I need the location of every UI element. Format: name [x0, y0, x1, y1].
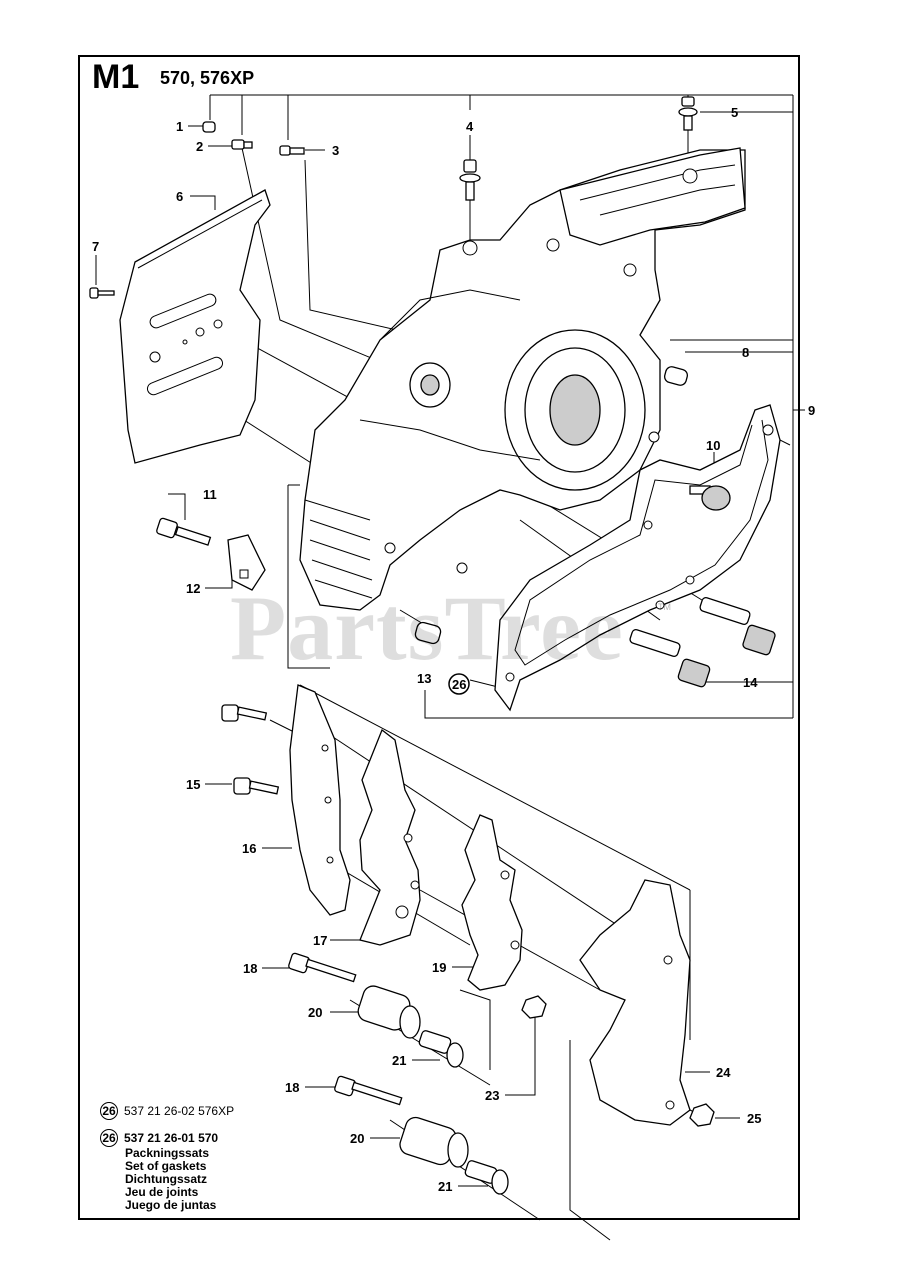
label-26: 26 — [452, 677, 466, 692]
legend-row-570: 26 537 21 26-01 570 — [100, 1129, 234, 1147]
part-18-bolts — [288, 952, 403, 1106]
part-7-screw — [89, 287, 115, 299]
parts-1-2-3-small-fasteners — [202, 121, 305, 156]
legend-name-fr: Jeu de joints — [125, 1185, 199, 1199]
label-23: 23 — [485, 1088, 499, 1103]
label-20a: 20 — [308, 1005, 322, 1020]
label-12: 12 — [186, 581, 200, 596]
part-17-plate — [359, 728, 421, 946]
legend-name-sv: Packningssats — [125, 1146, 210, 1160]
model-numbers: 570, 576XP — [160, 68, 255, 88]
watermark-trademark: TM — [658, 602, 671, 612]
label-21b: 21 — [438, 1179, 452, 1194]
label-21a: 21 — [392, 1053, 406, 1068]
part-12-clip — [227, 534, 266, 591]
legend-name-es: Juego de juntas — [125, 1198, 217, 1212]
legend-badge: 26 — [100, 1129, 118, 1147]
part-21-pins — [418, 1030, 509, 1195]
legend-name-en: Set of gaskets — [125, 1159, 207, 1173]
legend-row-576xp: 26 537 21 26-02 576XP — [100, 1102, 234, 1120]
part-14-bolts — [629, 597, 776, 688]
label-7: 7 — [92, 239, 99, 254]
part-24-plate — [579, 879, 691, 1126]
label-11: 11 — [203, 487, 217, 502]
legend-part-number-576xp: 537 21 26-02 576XP — [124, 1103, 235, 1118]
part-10-plug — [689, 485, 731, 511]
part-13-sleeve — [414, 621, 442, 645]
part-labels: 1 2 3 4 5 6 7 8 9 10 11 12 13 14 15 16 1… — [92, 105, 815, 1194]
label-1: 1 — [176, 119, 183, 134]
label-15: 15 — [186, 777, 200, 792]
part-19-plate — [461, 814, 523, 991]
crankcase-housing — [299, 147, 746, 611]
legend-badge: 26 — [100, 1102, 118, 1120]
label-20b: 20 — [350, 1131, 364, 1146]
label-24: 24 — [716, 1065, 731, 1080]
diagram-code: M1 — [92, 58, 140, 96]
label-19: 19 — [432, 960, 446, 975]
part-16-plate — [289, 684, 351, 916]
label-17: 17 — [313, 933, 327, 948]
label-4: 4 — [466, 119, 474, 134]
label-6: 6 — [176, 189, 183, 204]
label-25: 25 — [747, 1111, 761, 1126]
label-18a: 18 — [243, 961, 257, 976]
watermark: PartsTree — [230, 577, 624, 679]
legend-part-number-570: 537 21 26-01 570 — [124, 1130, 219, 1145]
kit-legend: 26 537 21 26-02 576XP 26 537 21 26-01 57… — [100, 1102, 234, 1212]
part-15-screws — [221, 704, 280, 795]
label-14: 14 — [743, 675, 758, 690]
label-3: 3 — [332, 143, 339, 158]
label-26-badge — [448, 673, 470, 695]
label-5: 5 — [731, 105, 738, 120]
legend-name-de: Dichtungssatz — [125, 1172, 208, 1186]
part-8-sleeve — [664, 366, 688, 386]
drawing-frame — [78, 55, 800, 1220]
label-13: 13 — [417, 671, 431, 686]
part-4-screw — [459, 159, 481, 201]
label-18b: 18 — [285, 1080, 299, 1095]
label-10: 10 — [706, 438, 720, 453]
part-9-gasket — [494, 404, 781, 712]
part-11-screw — [156, 517, 212, 546]
label-2: 2 — [196, 139, 203, 154]
label-9: 9 — [808, 403, 815, 418]
part-20-spacers — [357, 985, 469, 1168]
label-8: 8 — [742, 345, 749, 360]
label-16: 16 — [242, 841, 256, 856]
part-23-nut — [521, 995, 547, 1019]
part-25-nut — [689, 1103, 715, 1127]
part-5-screw — [678, 96, 698, 131]
part-6-shield-plate — [119, 189, 271, 464]
